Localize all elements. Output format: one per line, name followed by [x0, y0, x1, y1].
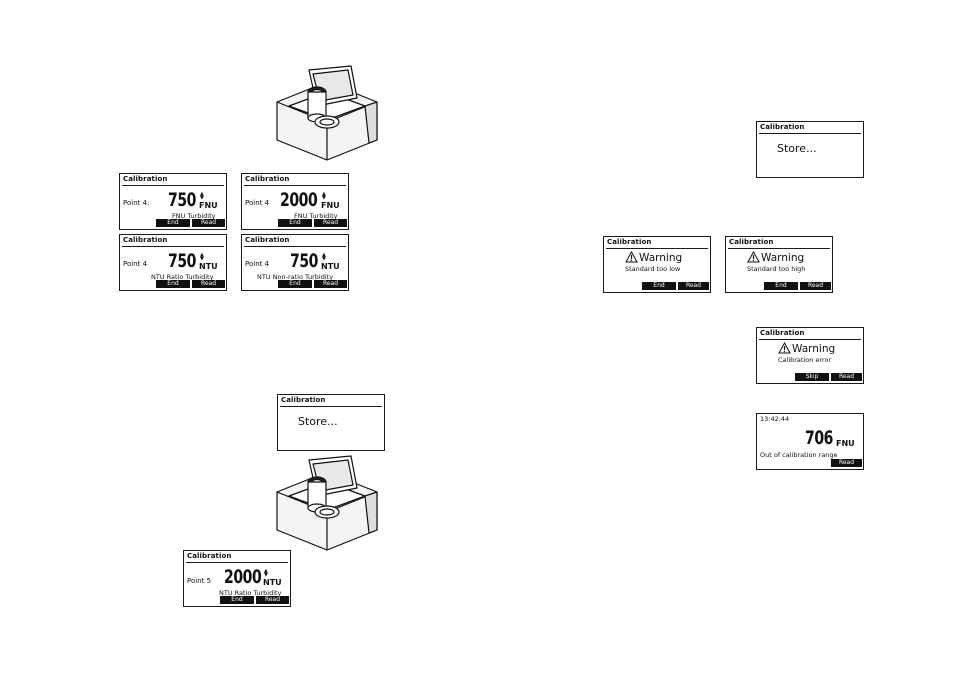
up-down-arrows-icon: ▲▼: [322, 252, 326, 262]
read-softkey[interactable]: Read: [831, 373, 862, 381]
warning-heading: Warning: [761, 252, 805, 264]
display-warning-too-low: Calibration Warning Standard too low End…: [603, 236, 711, 293]
reading-value: 750: [168, 189, 197, 211]
up-down-arrows-icon: ▲▼: [200, 191, 204, 201]
read-softkey[interactable]: Read: [314, 280, 347, 288]
display-divider: [244, 185, 346, 186]
point-label: Point 4: [245, 199, 270, 207]
warning-triangle-icon: [747, 251, 760, 263]
display-title: Calibration: [729, 238, 774, 246]
up-down-arrows-icon: ▲▼: [322, 191, 326, 201]
end-softkey[interactable]: End: [764, 282, 798, 290]
display-title: Calibration: [187, 552, 232, 560]
end-softkey[interactable]: End: [278, 280, 312, 288]
display-divider: [122, 185, 224, 186]
display-ntu-2000-point5: Calibration Point 5 2000 ▲▼ NTU NTU Rati…: [183, 550, 291, 607]
up-down-arrows-icon: ▲▼: [200, 252, 204, 262]
warning-message: Calibration error: [778, 356, 832, 364]
display-fnu-750: Calibration Point 4: 750 ▲▼ FNU FNU Turb…: [119, 173, 227, 230]
display-divider: [122, 246, 224, 247]
skip-softkey[interactable]: Skip: [795, 373, 829, 381]
clock-time: 13:42:44: [760, 415, 790, 423]
warning-heading: Warning: [639, 252, 683, 264]
display-title: Calibration: [760, 329, 805, 337]
mode-label: NTU Non-ratio Turbidity: [257, 273, 334, 281]
point-label: Point 4: [123, 260, 148, 268]
display-divider: [759, 133, 861, 134]
mode-label: FNU Turbidity: [172, 212, 216, 220]
warning-triangle-icon: [778, 342, 791, 354]
display-ntu-750-ratio: Calibration Point 4 750 ▲▼ NTU NTU Ratio…: [119, 234, 227, 291]
display-divider: [759, 339, 861, 340]
display-divider: [606, 248, 708, 249]
store-message: Store...: [298, 415, 338, 428]
unit-label: FNU: [321, 201, 340, 210]
display-title: Calibration: [607, 238, 652, 246]
read-softkey[interactable]: Read: [678, 282, 709, 290]
display-warning-calibration-error: Calibration Warning Calibration error Sk…: [756, 327, 864, 384]
display-divider: [728, 248, 830, 249]
mode-label: NTU Ratio Turbidity: [151, 273, 214, 281]
unit-label: FNU: [836, 439, 855, 448]
display-divider: [280, 406, 382, 407]
display-warning-too-high: Calibration Warning Standard too high En…: [725, 236, 833, 293]
unit-label: NTU: [321, 262, 340, 271]
warning-message: Standard too low: [625, 265, 681, 273]
read-softkey[interactable]: Read: [831, 459, 862, 467]
end-softkey[interactable]: End: [156, 219, 190, 227]
display-store-right: Calibration Store...: [756, 121, 864, 178]
display-title: Calibration: [123, 236, 168, 244]
display-title: Calibration: [245, 175, 290, 183]
range-message: Out of calibration range: [760, 451, 838, 459]
warning-triangle-icon: [625, 251, 638, 263]
reading-value: 2000: [280, 189, 318, 211]
reading-value: 706: [805, 427, 834, 449]
end-softkey[interactable]: End: [642, 282, 676, 290]
display-divider: [244, 246, 346, 247]
reading-value: 750: [168, 250, 197, 272]
display-title: Calibration: [123, 175, 168, 183]
read-softkey[interactable]: Read: [800, 282, 831, 290]
read-softkey[interactable]: Read: [192, 280, 225, 288]
unit-label: FNU: [199, 201, 218, 210]
display-divider: [186, 562, 288, 563]
turbidimeter-top-illustration: [276, 65, 378, 161]
mode-label: NTU Ratio Turbidity: [219, 589, 282, 597]
reading-value: 750: [290, 250, 319, 272]
display-reading-out-of-range: 13:42:44 706 FNU Out of calibration rang…: [756, 413, 864, 470]
display-title: Calibration: [281, 396, 326, 404]
up-down-arrows-icon: ▲▼: [264, 568, 268, 578]
read-softkey[interactable]: Read: [256, 596, 289, 604]
store-message: Store...: [777, 142, 817, 155]
display-store-left: Calibration Store...: [277, 394, 385, 451]
display-title: Calibration: [760, 123, 805, 131]
display-title: Calibration: [245, 236, 290, 244]
display-ntu-750-nonratio: Calibration Point 4 750 ▲▼ NTU NTU Non-r…: [241, 234, 349, 291]
read-softkey[interactable]: Read: [192, 219, 225, 227]
display-fnu-2000: Calibration Point 4 2000 ▲▼ FNU FNU Turb…: [241, 173, 349, 230]
end-softkey[interactable]: End: [278, 219, 312, 227]
point-label: Point 5: [187, 577, 212, 585]
end-softkey[interactable]: End: [220, 596, 254, 604]
read-softkey[interactable]: Read: [314, 219, 347, 227]
unit-label: NTU: [199, 262, 218, 271]
turbidimeter-bottom-illustration: [276, 455, 378, 551]
reading-value: 2000: [224, 566, 262, 588]
unit-label: NTU: [263, 578, 282, 587]
point-label: Point 4: [245, 260, 270, 268]
warning-message: Standard too high: [747, 265, 806, 273]
point-label: Point 4:: [123, 199, 150, 207]
mode-label: FNU Turbidity: [294, 212, 338, 220]
end-softkey[interactable]: End: [156, 280, 190, 288]
warning-heading: Warning: [792, 343, 836, 355]
